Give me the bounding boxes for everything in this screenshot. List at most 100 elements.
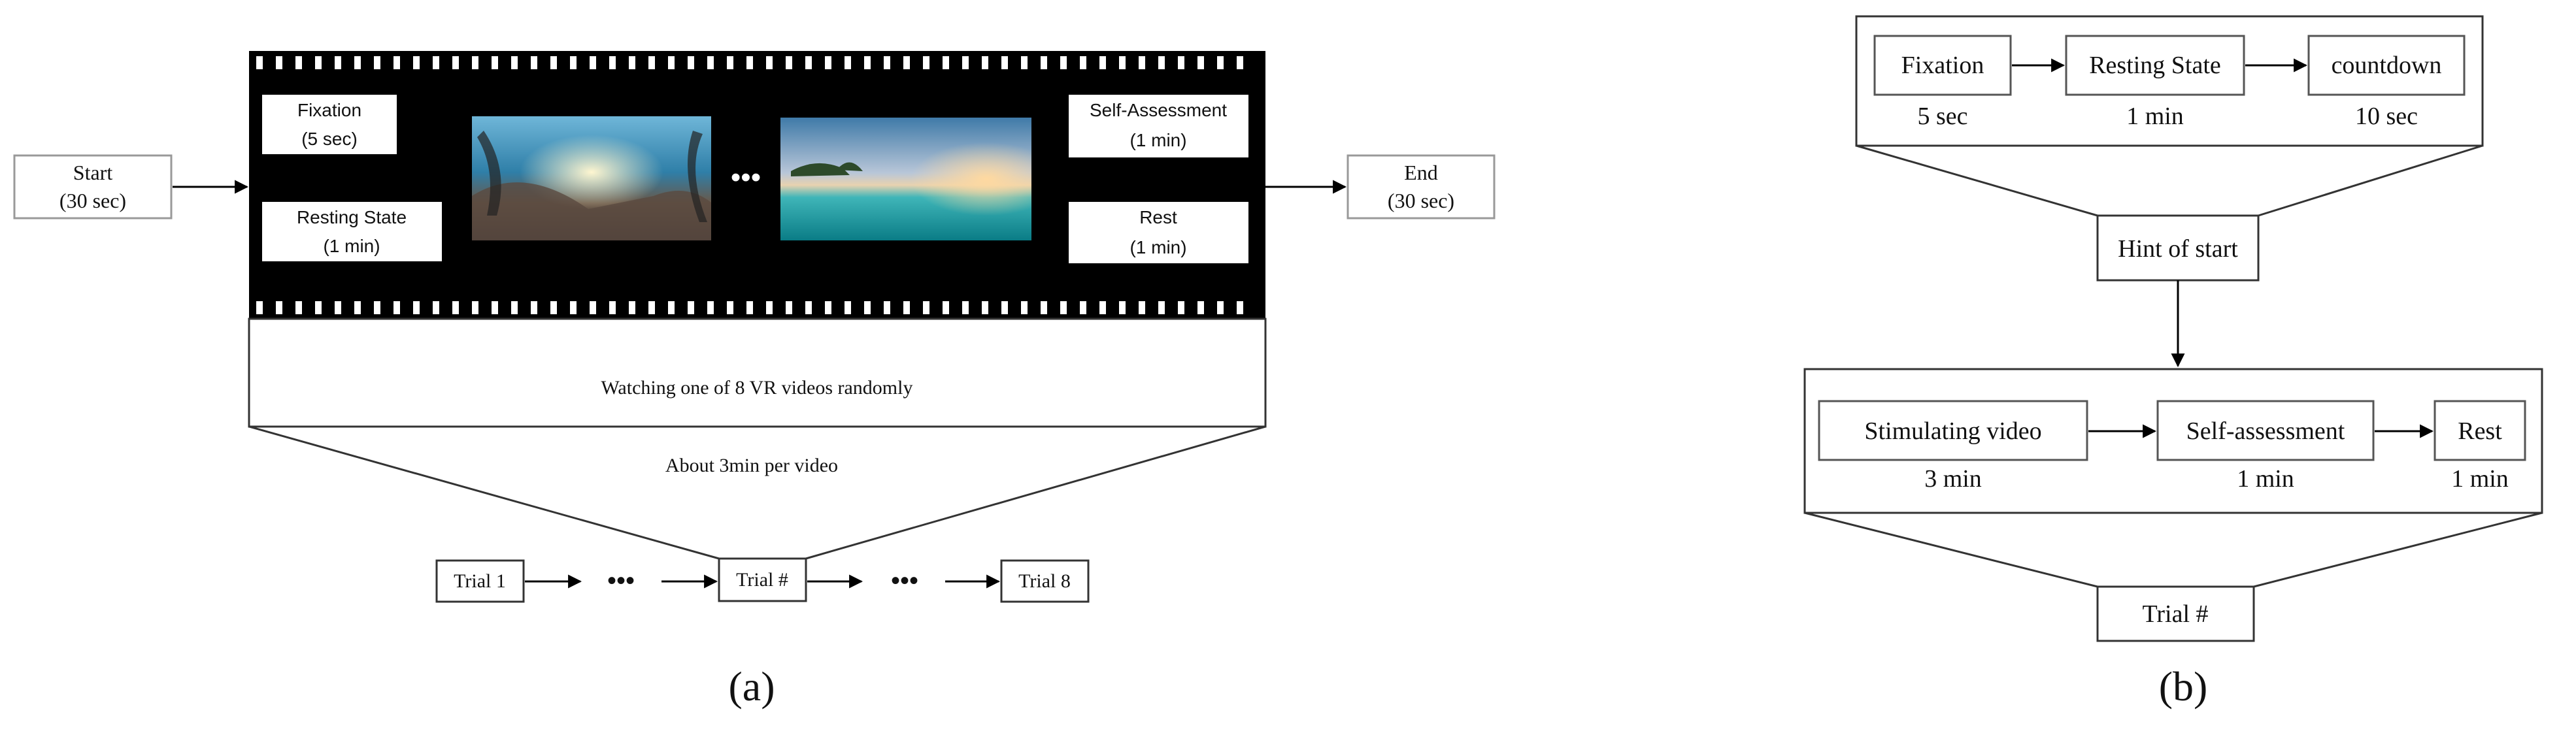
sprocket-hole (433, 301, 439, 314)
sprocket-hole (1080, 56, 1086, 69)
panel-b: Fixation 5 sec Resting State 1 min count… (1803, 15, 2543, 709)
sprocket-hole (335, 56, 341, 69)
funnel-line-left-b2 (1804, 512, 2098, 588)
end-label: End (1404, 161, 1438, 184)
rest-duration-b: 1 min (2451, 465, 2509, 493)
sprocket-hole (805, 56, 812, 69)
start-duration: (30 sec) (59, 189, 126, 212)
about-text: About 3min per video (665, 455, 838, 476)
countdown-duration-b: 10 sec (2355, 103, 2418, 130)
sprocket-hole (511, 301, 518, 314)
sprocket-hole (766, 56, 773, 69)
sprocket-hole (786, 56, 792, 69)
sprocket-hole (393, 301, 400, 314)
trial-hash-label-b: Trial # (2142, 600, 2208, 628)
sprocket-hole (884, 301, 890, 314)
sprocket-hole (570, 56, 577, 69)
sprocket-hole (256, 56, 263, 69)
sprocket-hole (550, 56, 557, 69)
sprocket-hole (864, 56, 871, 69)
fixation-duration-b: 5 sec (1917, 103, 1967, 130)
selfassess-duration-b: 1 min (2237, 465, 2294, 493)
sprocket-hole (1197, 301, 1204, 314)
sprocket-hole (688, 56, 694, 69)
stimulating-label-b: Stimulating video (1864, 417, 2041, 445)
trial-row-a: Trial 1 ••• Trial # ••• Trial 8 (435, 557, 1090, 603)
sprocket-hole (433, 56, 439, 69)
sprocket-hole (825, 301, 831, 314)
funnel-line-right-b1 (2258, 144, 2483, 217)
sprocket-hole (707, 301, 714, 314)
trial-1-label: Trial 1 (454, 570, 506, 592)
sprocket-hole (1139, 56, 1145, 69)
sprocket-hole (629, 301, 635, 314)
sprocket-hole (452, 301, 459, 314)
sprocket-hole (413, 56, 420, 69)
sprocket-hole (1119, 56, 1126, 69)
sprocket-hole (590, 56, 596, 69)
sprocket-hole (276, 301, 282, 314)
sprocket-hole (668, 301, 675, 314)
sprocket-hole (727, 56, 733, 69)
sprocket-hole (1139, 301, 1145, 314)
vr-video-thumbnail-1 (472, 116, 711, 240)
trial-ellipsis-2: ••• (891, 566, 918, 595)
sprocket-hole (295, 56, 302, 69)
sprocket-hole (531, 301, 537, 314)
fixation-label-a: Fixation (297, 100, 361, 120)
sprocket-holes-top (256, 56, 1243, 69)
caption-b: (b) (2159, 663, 2208, 709)
video-ellipsis: ••• (731, 161, 761, 193)
funnel-line-left-a (248, 425, 720, 560)
sprocket-hole (746, 301, 753, 314)
trial-ellipsis-1: ••• (607, 566, 635, 595)
sprocket-hole (315, 56, 322, 69)
sprocket-hole (845, 301, 851, 314)
sprocket-hole (1158, 301, 1165, 314)
sprocket-hole (492, 301, 498, 314)
sprocket-hole (335, 301, 341, 314)
sprocket-hole (354, 56, 361, 69)
sprocket-hole (472, 301, 478, 314)
film-strip: Fixation (5 sec) Resting State (1 min) •… (249, 51, 1265, 319)
sprocket-hole (570, 301, 577, 314)
sprocket-hole (982, 56, 988, 69)
funnel-line-right-b2 (2253, 512, 2543, 588)
sprocket-hole (766, 301, 773, 314)
sprocket-hole (1197, 56, 1204, 69)
sprocket-hole (511, 56, 518, 69)
sprocket-hole (923, 301, 929, 314)
sprocket-hole (845, 56, 851, 69)
sprocket-hole (1021, 301, 1028, 314)
selfassess-label-a: Self-Assessment (1090, 100, 1227, 120)
sprocket-hole (609, 56, 616, 69)
sprocket-hole (354, 301, 361, 314)
start-label: Start (73, 161, 113, 184)
sprocket-hole (1001, 56, 1008, 69)
sprocket-hole (629, 56, 635, 69)
sprocket-hole (1178, 301, 1184, 314)
sprocket-hole (1217, 56, 1224, 69)
sprocket-hole (1119, 301, 1126, 314)
sprocket-hole (825, 56, 831, 69)
sprocket-hole (864, 301, 871, 314)
panel-a: Start (30 sec) Fixation (5 sec) Resting … (13, 51, 1496, 709)
funnel-line-right-a (805, 425, 1266, 560)
rest-duration-a: (1 min) (1129, 237, 1186, 257)
rest-label-a: Rest (1139, 207, 1177, 227)
resting-duration-a: (1 min) (323, 236, 380, 256)
funnel-line-left-b1 (1856, 144, 2098, 217)
sprocket-hole (668, 56, 675, 69)
sprocket-hole (1001, 301, 1008, 314)
sprocket-hole (1237, 301, 1243, 314)
countdown-label-b: countdown (2332, 52, 2442, 79)
sprocket-hole (923, 56, 929, 69)
sprocket-hole (805, 301, 812, 314)
sprocket-hole (962, 301, 969, 314)
sprocket-hole (943, 301, 949, 314)
sprocket-hole (746, 56, 753, 69)
sprocket-hole (374, 301, 380, 314)
watching-box: Watching one of 8 VR videos randomly (248, 318, 1267, 428)
sprocket-hole (1041, 56, 1047, 69)
